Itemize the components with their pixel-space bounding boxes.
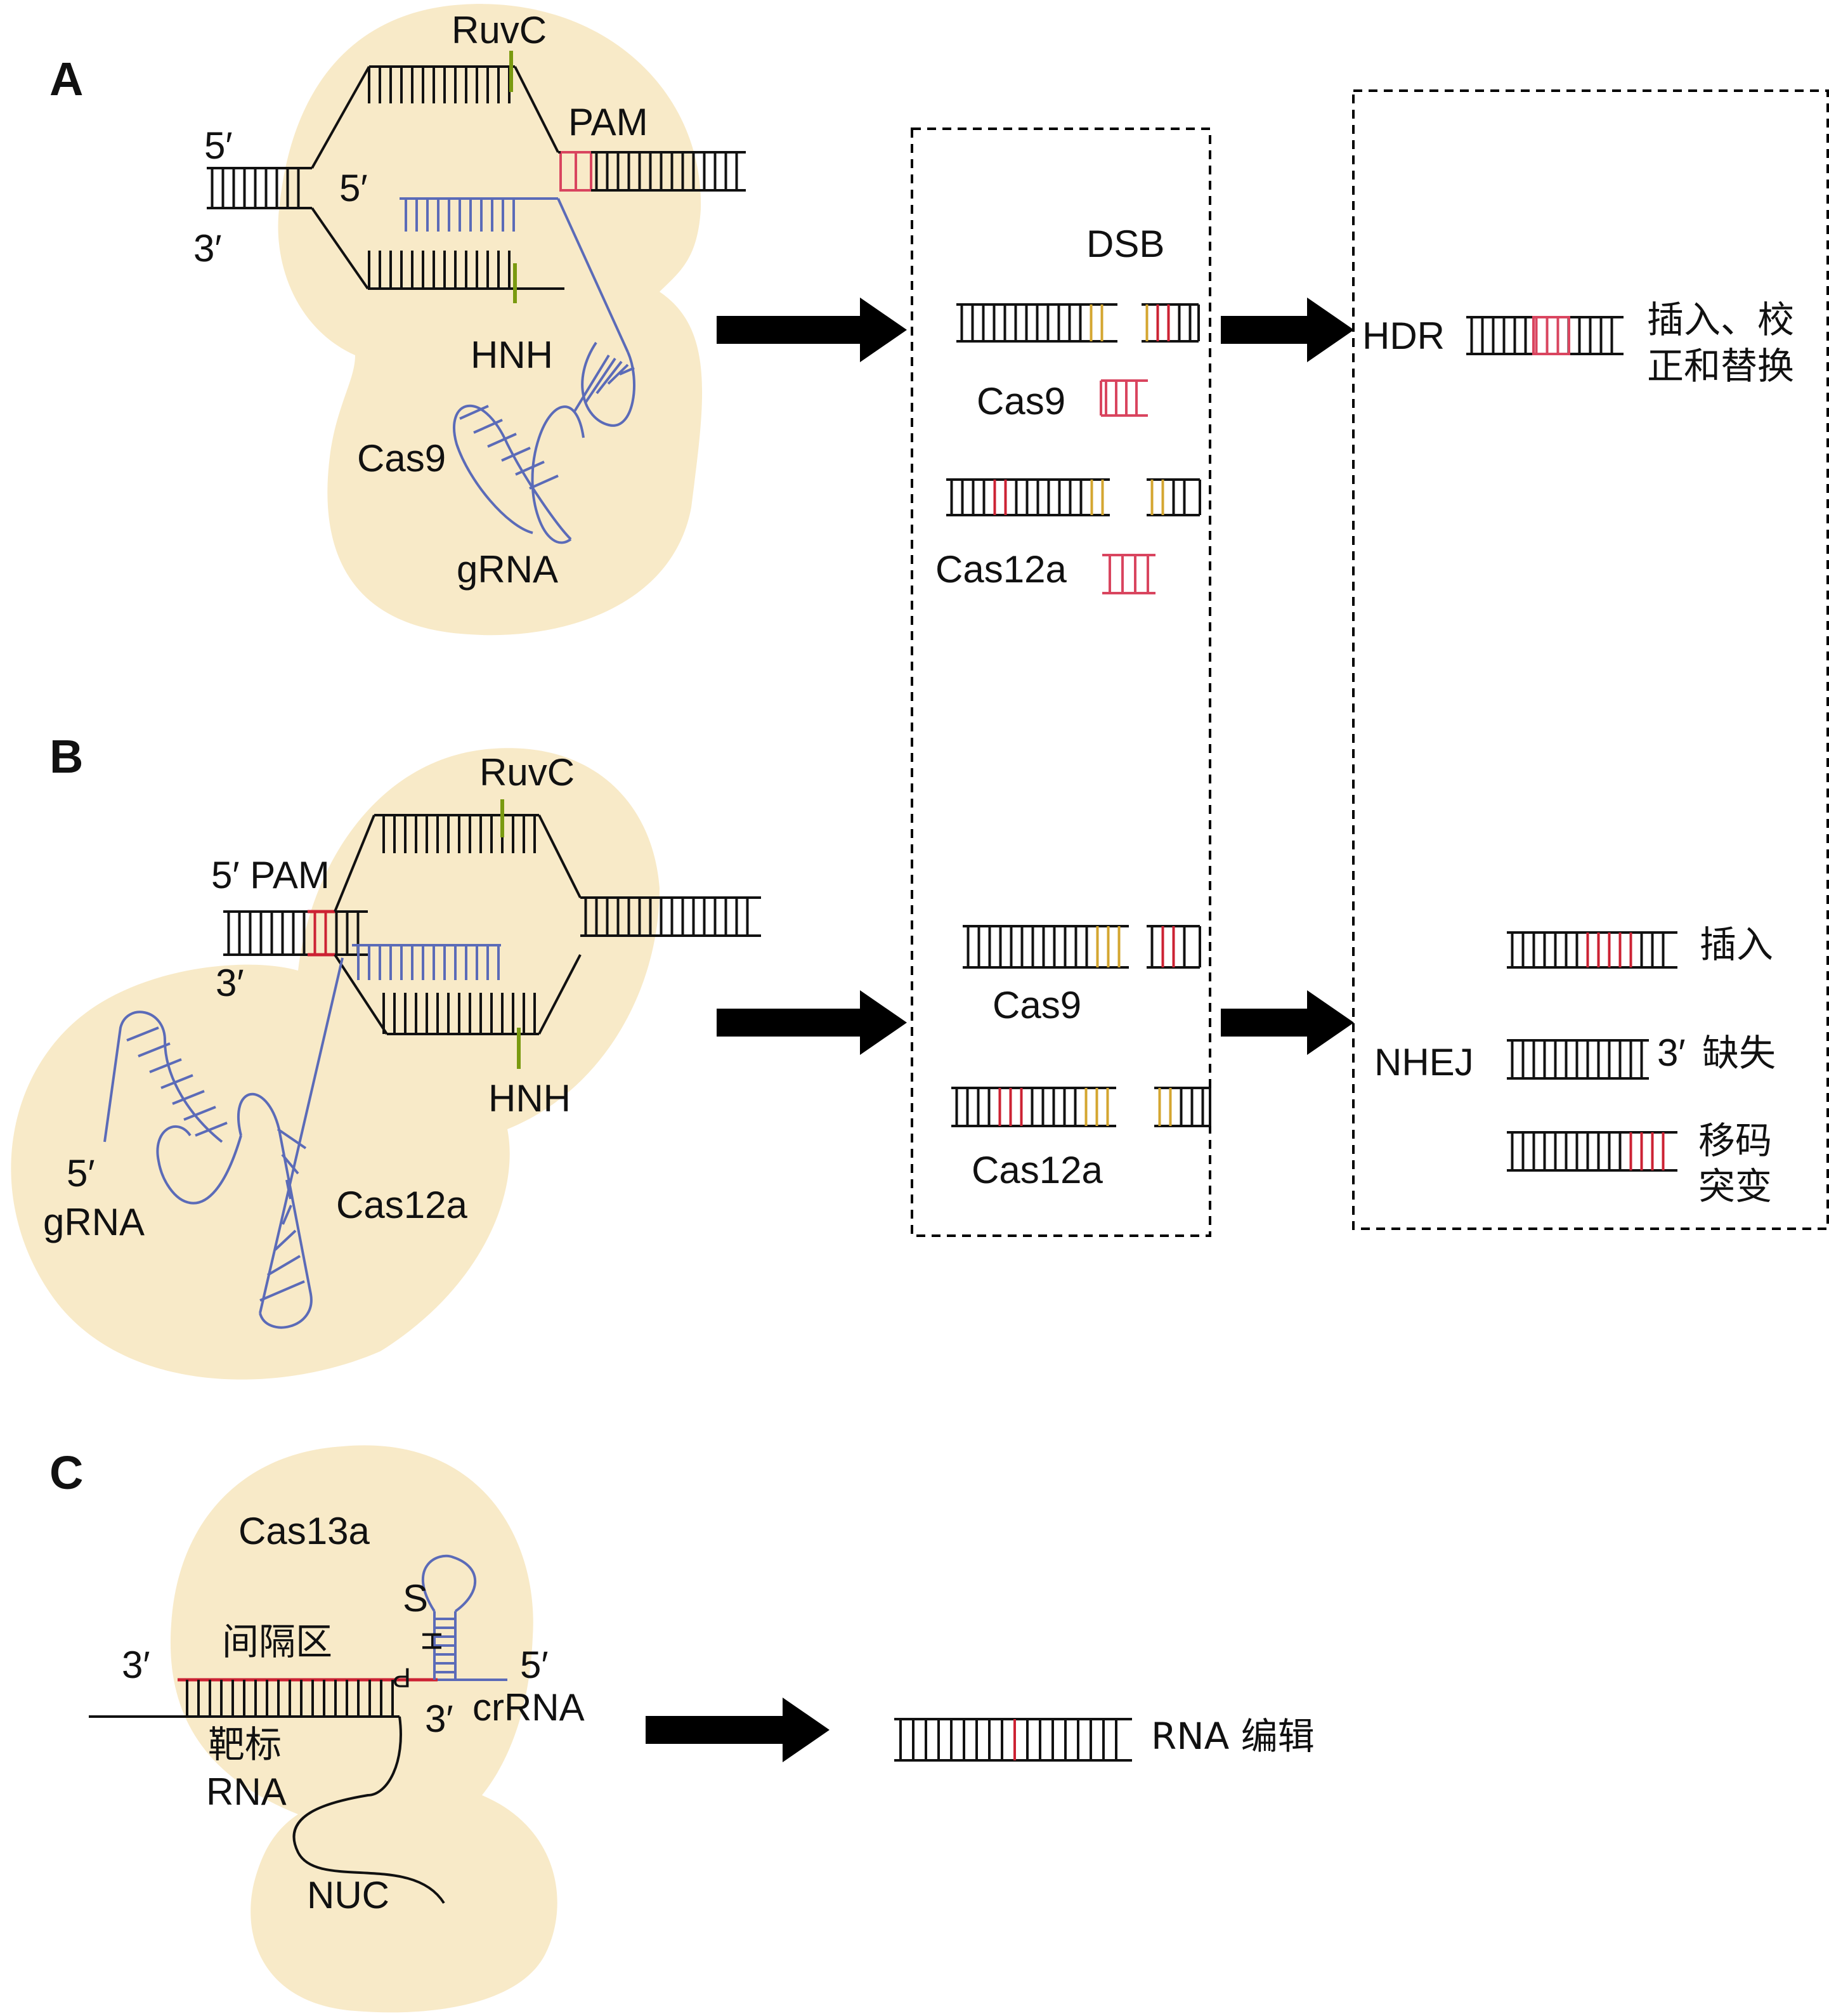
a-bubble-lower-left — [311, 207, 369, 290]
panel-b-five-prime-pam: 5′ PAM — [211, 854, 330, 896]
panel-c-label: C — [49, 1446, 83, 1499]
a-grna-hairpin-1 — [581, 341, 635, 427]
hdr-insert-box — [1532, 316, 1570, 355]
panel-c-stem-s-label: S — [403, 1577, 428, 1620]
panel-a-guide-label: gRNA — [457, 548, 558, 591]
nhej-frameshift-line2: 突变 — [1698, 1165, 1772, 1208]
a-grna-hairpin-1-rung — [619, 367, 635, 376]
panel-b-guide-label: gRNA — [43, 1201, 145, 1243]
hdr-result-line2: 正和替换 — [1647, 344, 1794, 388]
b-crrna-hairpin-right-rung — [259, 1280, 305, 1302]
panel-a-five-prime-inner: 5′ — [339, 167, 368, 209]
panel-c-protein-label: Cas13a — [238, 1510, 370, 1552]
a-grna-hairpin-1-rung — [573, 354, 610, 414]
b-crrna-hairpin-right-rung — [277, 1128, 307, 1149]
b-bubble-upper-left — [334, 815, 375, 912]
panel-c-nuc-label: NUC — [307, 1874, 389, 1916]
a-grna-hairpin-3 — [453, 405, 572, 540]
b-crrna-hairpin-left-rung — [160, 1074, 193, 1089]
b-crrna-hairpin-right-rung — [274, 1229, 297, 1251]
a-grna-hairpin-2 — [531, 405, 585, 544]
hdr-label: HDR — [1362, 315, 1445, 357]
hdr-result-line1: 插入、校 — [1647, 298, 1794, 341]
dsb-result-box — [911, 128, 1211, 1237]
dsb-to-nhej-arrow — [1221, 990, 1354, 1055]
a-to-dsb-arrow — [717, 298, 907, 362]
b-crrna-hairpin-right-rung — [285, 1179, 292, 1200]
b-crrna-hairpin-left-rung — [183, 1106, 216, 1121]
panel-c-stem-p-label: P — [393, 1662, 411, 1693]
b-crrna-hairpin-right-rung — [281, 1153, 299, 1175]
panel-b-protein-label: Cas12a — [336, 1184, 467, 1226]
cas12a-blob — [11, 748, 660, 1380]
c-stem-loop — [421, 1554, 477, 1613]
a-grna-hairpin-rung — [501, 447, 531, 462]
panel-c-five-prime-right: 5′ — [520, 1644, 549, 1686]
dsb-title: DSB — [1086, 223, 1164, 265]
b-crrna-tail — [259, 957, 344, 1314]
schematic-strands — [89, 51, 1677, 1904]
repair-result-box — [1352, 89, 1829, 1230]
b-bubble-lower-right — [538, 954, 582, 1035]
nhej-frameshift-line1: 移码 — [1698, 1119, 1772, 1162]
b-crrna-hairpin-left-rung — [126, 1026, 159, 1042]
cas13a-blob — [170, 1445, 557, 2013]
b-crrna-hairpin-left-rung — [195, 1122, 228, 1137]
a-bubble-upper-right — [514, 66, 559, 153]
panel-a-pam-label: PAM — [568, 101, 648, 143]
b-crrna-hairpin-right-rung — [282, 1205, 292, 1225]
panel-a-label: A — [49, 53, 83, 105]
a-grna-hairpin-rung — [459, 405, 489, 420]
a-grna-hairpin-1-rung — [596, 360, 623, 395]
b-to-dsb-arrow — [717, 990, 907, 1055]
protein-blobs — [11, 4, 703, 2013]
a-grna-hairpin-rung — [487, 433, 517, 448]
panel-b-ruvc-label: RuvC — [479, 751, 575, 794]
panel-c-three-prime-left: 3′ — [122, 1644, 150, 1686]
dsb-to-hdr-arrow — [1221, 298, 1354, 362]
panel-a-five-prime-top: 5′ — [204, 124, 233, 167]
panel-b-hnh-label: HNH — [488, 1077, 571, 1120]
nhej-three-prime-label: 3′ — [1657, 1031, 1686, 1074]
panel-a-ruvc-label: RuvC — [452, 9, 547, 51]
panel-c-target-label-line1: 靶标 — [208, 1723, 282, 1766]
nhej-label: NHEJ — [1374, 1041, 1474, 1083]
panel-a-protein-label: Cas9 — [357, 437, 446, 480]
b-bubble-lower-left — [334, 953, 388, 1035]
panel-c-result-label: RNA 编辑 — [1151, 1715, 1315, 1758]
a-grna-linker — [557, 198, 629, 353]
panel-b-five-prime-guide: 5′ — [67, 1152, 95, 1195]
a-bubble-upper-left — [311, 66, 370, 169]
dsb-b-cas12a-label: Cas12a — [972, 1149, 1103, 1191]
b-crrna-hairpin-mid — [156, 1125, 242, 1205]
a-grna-hairpin-1-rung — [584, 357, 616, 404]
nhej-deletion-label: 缺失 — [1702, 1031, 1776, 1075]
b-crrna-hairpin-left-rung — [138, 1042, 171, 1057]
a-grna-hairpin-rung — [473, 419, 503, 434]
panel-c-crrna-label: crRNA — [472, 1686, 585, 1729]
dsb-b-cas9-label: Cas9 — [993, 984, 1081, 1026]
panel-c-three-prime-crrna: 3′ — [425, 1698, 453, 1740]
c-target-rna-tail — [292, 1716, 445, 1904]
b-crrna-hairpin-right-rung — [266, 1255, 301, 1276]
a-grna-hairpin-1-rung — [607, 363, 629, 385]
a-grna-hairpin-rung — [515, 461, 545, 476]
panel-a-three-prime-bottom: 3′ — [193, 227, 222, 270]
a-grna-hairpin-rung — [529, 475, 559, 490]
b-crrna-hairpin-left-rung — [149, 1058, 182, 1073]
panel-c-target-label-line2: RNA — [206, 1771, 287, 1813]
panel-b-three-prime: 3′ — [216, 962, 244, 1004]
nhej-insert-label: 插入 — [1700, 923, 1773, 966]
panel-a-hnh-label: HNH — [471, 334, 553, 376]
dsb-a-cas9-label: Cas9 — [977, 380, 1065, 422]
panel-c-stem-h-label: H — [416, 1631, 447, 1651]
panel-b-label: B — [49, 730, 83, 783]
panel-c-spacer-label: 间隔区 — [222, 1620, 332, 1663]
cas9-blob — [278, 4, 703, 636]
dsb-a-cas12a-label: Cas12a — [935, 548, 1067, 591]
b-crrna-hairpin-left-rung — [172, 1090, 205, 1105]
c-to-edit-arrow — [646, 1698, 830, 1762]
b-bubble-upper-right — [538, 815, 582, 898]
